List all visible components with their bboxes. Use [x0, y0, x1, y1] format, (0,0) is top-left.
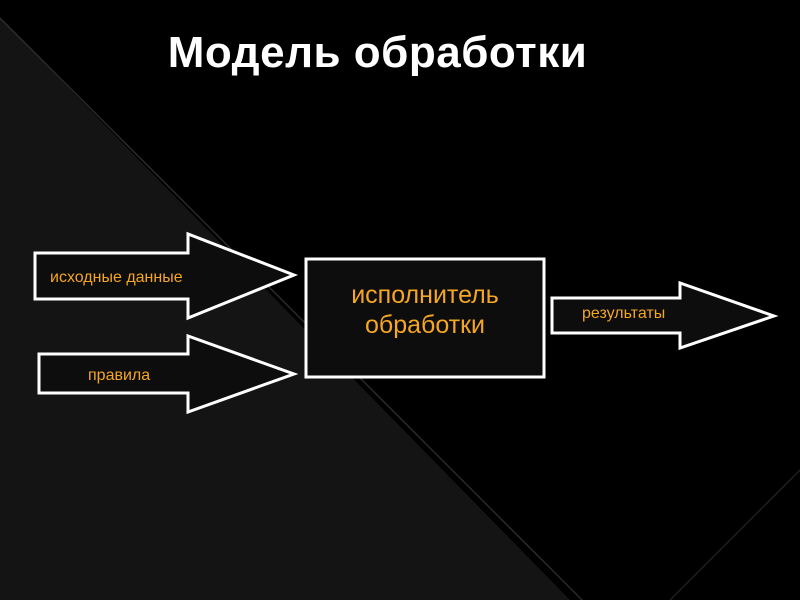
- page-title: Модель обработки: [167, 28, 588, 77]
- results-label: результаты: [582, 305, 666, 322]
- rules-arrow: [37, 333, 299, 415]
- input-arrow: [33, 231, 299, 321]
- input-data-label: исходные данные: [50, 269, 183, 286]
- diagonal-line-right: [669, 469, 800, 600]
- processor-label: исполнитель обработки: [351, 281, 499, 339]
- diagonal-line-left: [0, 17, 583, 600]
- processor-box: [304, 257, 546, 379]
- rules-label: правила: [88, 367, 151, 384]
- diagonal-panel: [0, 18, 570, 600]
- result-arrow: [550, 280, 779, 351]
